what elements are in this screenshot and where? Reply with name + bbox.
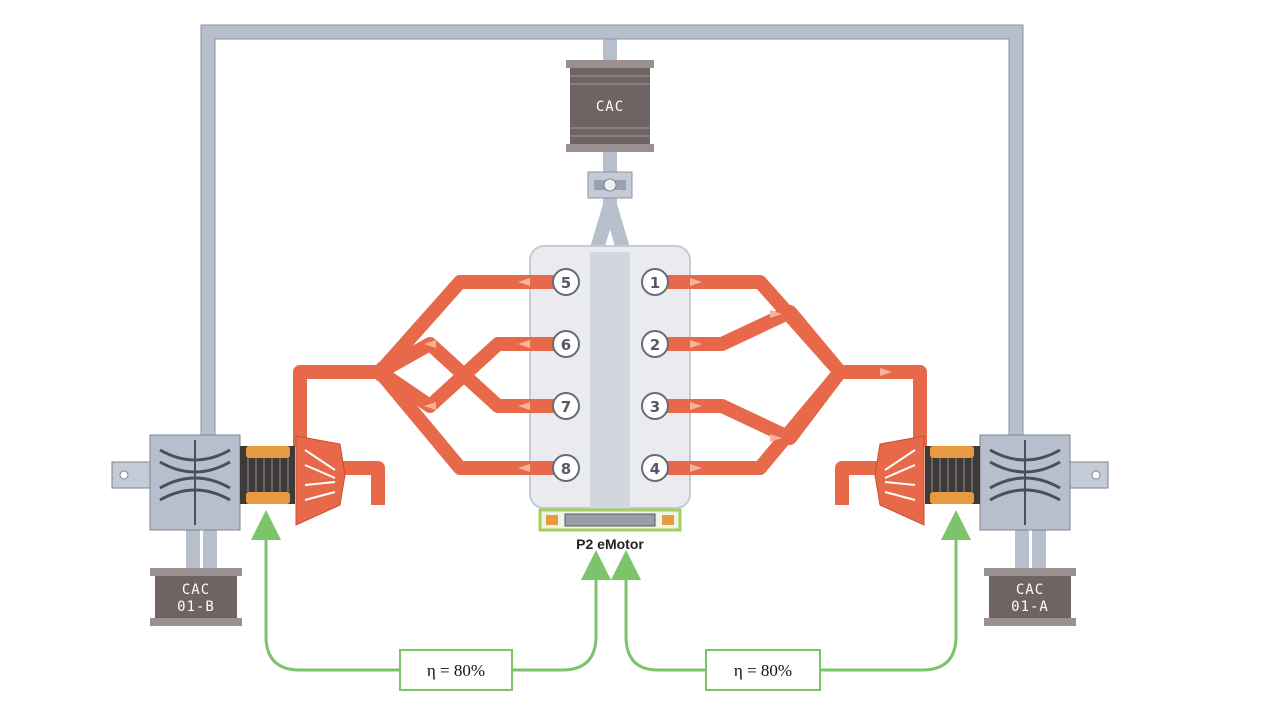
arrow-icon	[518, 402, 530, 410]
svg-text:8: 8	[561, 460, 571, 478]
duct-outline	[200, 24, 1024, 462]
efficiency-box-left: η = 80%	[399, 649, 513, 691]
motor-label: P2 eMotor	[576, 536, 644, 552]
shaft-icon	[240, 446, 295, 504]
cooler-icon: CAC 01-A	[984, 568, 1076, 626]
arrow-icon	[518, 278, 530, 286]
arrow-icon	[518, 340, 530, 348]
cylinder-1: 1	[641, 268, 669, 296]
svg-text:3: 3	[650, 398, 660, 416]
svg-text:1: 1	[650, 274, 660, 292]
flow-arrows	[424, 278, 892, 472]
arrow-icon	[424, 402, 436, 410]
cylinder-8: 8	[552, 454, 580, 482]
arrow-icon	[424, 340, 436, 348]
turbine-housing-right	[874, 435, 925, 526]
turbine-housing-left	[295, 435, 346, 526]
svg-text:CAC: CAC	[596, 99, 624, 115]
arrow-icon	[690, 402, 702, 410]
turbocharger-left	[111, 434, 346, 531]
cooler-icon: CAC 01-B	[150, 568, 242, 626]
cylinder-7: 7	[552, 392, 580, 420]
engine-block	[529, 245, 691, 509]
cylinder-4: 4	[641, 454, 669, 482]
svg-text:6: 6	[561, 336, 571, 354]
svg-text:5: 5	[561, 274, 571, 292]
cylinder-5: 5	[552, 268, 580, 296]
arrow-icon	[518, 464, 530, 472]
emotor: P2 eMotor	[538, 508, 682, 552]
cooler-icon: CAC	[566, 60, 654, 152]
svg-text:7: 7	[561, 398, 571, 416]
arrow-icon	[690, 464, 702, 472]
svg-text:4: 4	[650, 460, 660, 478]
svg-text:2: 2	[650, 336, 660, 354]
svg-text:01-B: 01-B	[177, 599, 215, 615]
svg-text:01-A: 01-A	[1011, 599, 1049, 615]
efficiency-lines	[251, 510, 971, 672]
cylinder-2: 2	[641, 330, 669, 358]
cylinder-6: 6	[552, 330, 580, 358]
turbocharger-icon	[979, 434, 1109, 531]
cylinder-3: 3	[641, 392, 669, 420]
shaft-icon	[925, 446, 980, 504]
arrow-icon	[880, 368, 892, 376]
arrow-icon	[770, 310, 782, 318]
efficiency-box-right: η = 80%	[705, 649, 821, 691]
throttle-body	[587, 171, 633, 199]
svg-text:CAC: CAC	[182, 582, 210, 598]
svg-text:η = 80%: η = 80%	[734, 661, 792, 680]
svg-text:η = 80%: η = 80%	[427, 661, 485, 680]
turbocharger-icon	[111, 434, 241, 531]
arrow-icon	[690, 340, 702, 348]
svg-text:CAC: CAC	[1016, 582, 1044, 598]
arrow-icon	[690, 278, 702, 286]
arrow-icon	[770, 434, 782, 442]
turbocharger-right	[874, 434, 1109, 531]
